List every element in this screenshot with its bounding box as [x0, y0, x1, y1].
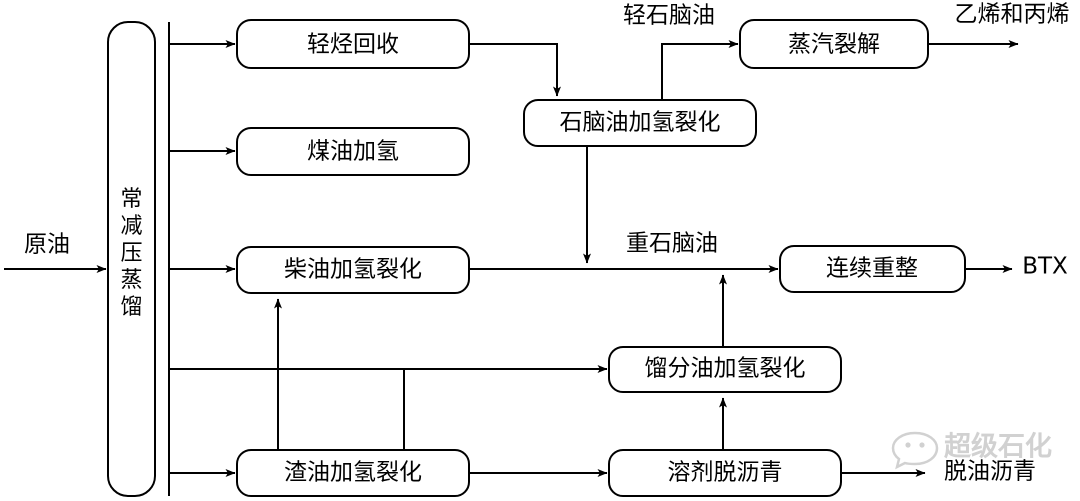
output-label-btx: BTX: [1022, 254, 1068, 280]
unit-label-steam-cracking: 蒸汽裂解: [788, 32, 880, 58]
watermark-label: 超级石化: [944, 431, 1052, 463]
column-label-char-1: 减: [120, 214, 142, 239]
unit-label-solvent-deasphalting: 溶剂脱沥青: [668, 460, 783, 486]
atm-vac-distillation-column[interactable]: [107, 21, 156, 497]
column-label-char-2: 压: [120, 241, 142, 266]
unit-box-naphtha-hydrocracking[interactable]: [523, 99, 757, 147]
unit-label-naphtha-hydrocracking: 石脑油加氢裂化: [560, 110, 721, 136]
watermark-group: 超级石化: [891, 431, 1052, 470]
unit-box-kerosene-hydrotreating[interactable]: [236, 127, 470, 176]
column-label-char-3: 蒸: [120, 268, 142, 293]
wechat-bubble-icon: [891, 431, 939, 470]
wechat-bubble-dot-left: [905, 442, 911, 448]
column-label-char-4: 馏: [120, 295, 142, 320]
unit-label-continuous-reforming: 连续重整: [826, 256, 918, 282]
output-label-ethylene-propylene: 乙烯和丙烯: [955, 2, 1070, 28]
unit-label-kerosene-hydrotreating: 煤油加氢: [307, 139, 399, 165]
unit-label-light-hydrocarbon-recovery: 轻烃回收: [307, 32, 399, 58]
crude-oil-label: 原油: [24, 232, 70, 258]
unit-label-distillate-hydrocracking: 馏分油加氢裂化: [645, 356, 806, 382]
output-label-deoiled-asphalt: 脱油沥青: [944, 459, 1036, 485]
wechat-bubble-dot-right: [919, 442, 925, 448]
line-naphtha-to-steam-cracking: [661, 40, 739, 100]
unit-box-distillate-hydrocracking[interactable]: [608, 346, 842, 393]
unit-label-diesel-hydrocracking: 柴油加氢裂化: [284, 257, 422, 283]
stream-label-heavy-naphtha: 重石脑油: [626, 231, 718, 257]
stream-label-light-naphtha: 轻石脑油: [623, 3, 715, 29]
column-label-char-0: 常: [120, 187, 142, 212]
unit-label-residue-hydrocracking: 渣油加氢裂化: [284, 460, 422, 486]
line-light-hydrocarbon-to-naphtha-hydrocracking: [469, 43, 561, 97]
